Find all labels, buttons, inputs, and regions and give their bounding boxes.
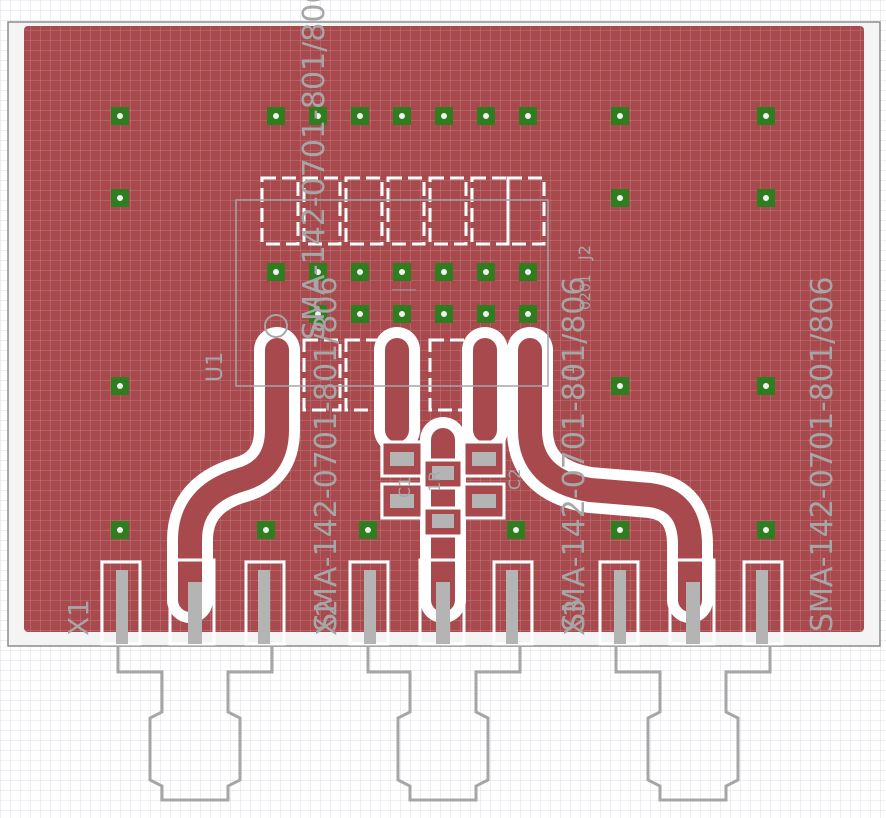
- via-hole: [315, 269, 321, 275]
- via-hole: [399, 311, 405, 317]
- via-hole: [763, 527, 769, 533]
- via-hole: [763, 195, 769, 201]
- via-hole: [273, 269, 279, 275]
- via-hole: [617, 113, 623, 119]
- u1-footprint-label: SMA-142-0701-801/806: [297, 0, 332, 340]
- via-hole: [117, 527, 123, 533]
- u1-pad: [302, 338, 342, 412]
- r1-ref-label: 1R: [425, 471, 444, 492]
- via-hole: [357, 269, 363, 275]
- u1-pad: [386, 176, 426, 246]
- via-hole: [399, 113, 405, 119]
- u1-ref-label: U1: [203, 352, 228, 382]
- passive-pads[interactable]: [380, 440, 506, 538]
- via-hole: [117, 195, 123, 201]
- via-hole: [617, 195, 623, 201]
- x2-footprint-label: SMA-142-0701-801/806: [557, 276, 592, 632]
- via-hole: [617, 383, 623, 389]
- u1-pad: [506, 176, 546, 246]
- via-hole: [525, 311, 531, 317]
- u1-pad: [428, 176, 468, 246]
- silkscreen-labels: U1 SMA-142-0701-801/806 X1 SMA-142-0701-…: [62, 0, 840, 636]
- via-hole: [525, 269, 531, 275]
- via-hole: [483, 311, 489, 317]
- via-hole: [399, 269, 405, 275]
- u1-pad: [428, 338, 468, 412]
- via-hole: [483, 269, 489, 275]
- ground-vias[interactable]: [111, 107, 775, 539]
- via-hole: [763, 113, 769, 119]
- u1-top-pads[interactable]: [260, 176, 546, 246]
- j1-ref-label: J1: [559, 365, 578, 381]
- u1-silkscreen-outline: [235, 199, 549, 387]
- via-hole: [763, 383, 769, 389]
- via-hole: [483, 113, 489, 119]
- via-hole: [117, 383, 123, 389]
- x2-ref-label: X2: [310, 599, 343, 636]
- via-hole: [441, 269, 447, 275]
- via-hole: [273, 113, 279, 119]
- c2-ref-label: C2: [505, 469, 524, 490]
- x1-footprint-label: SMA-142-0701-801/806: [309, 276, 344, 632]
- u1-pin1-marker: [264, 314, 288, 338]
- via-hole: [525, 113, 531, 119]
- via-hole: [315, 311, 321, 317]
- package-label: 0201: [578, 274, 594, 310]
- via-hole: [441, 311, 447, 317]
- u1-pad: [302, 176, 342, 246]
- u1-pad: [344, 338, 384, 412]
- via-hole: [315, 113, 321, 119]
- via-hole: [617, 527, 623, 533]
- x2-connector-outline: [366, 646, 522, 802]
- u1-pad: [344, 176, 384, 246]
- x1-connector-outline: [116, 646, 274, 802]
- sma-connector-outlines: [116, 646, 772, 802]
- via-hole: [117, 113, 123, 119]
- via-hole: [357, 311, 363, 317]
- c1-ref-label: C1: [395, 477, 414, 498]
- x3-footprint-label: SMA-142-0701-801/806: [805, 276, 840, 632]
- u1-pad: [260, 176, 300, 246]
- via-hole: [357, 113, 363, 119]
- x3-connector-outline: [614, 646, 772, 802]
- via-hole: [365, 527, 371, 533]
- via-hole: [263, 527, 269, 533]
- x3-ref-label: X3: [558, 599, 591, 636]
- x1-ref-label: X1: [62, 599, 95, 636]
- u1-bottom-pads[interactable]: [302, 338, 468, 412]
- connector-pins: [116, 570, 768, 644]
- via-hole: [441, 113, 447, 119]
- c2-pad: [462, 482, 506, 520]
- j2-ref-label: J2: [575, 245, 594, 261]
- via-hole: [513, 527, 519, 533]
